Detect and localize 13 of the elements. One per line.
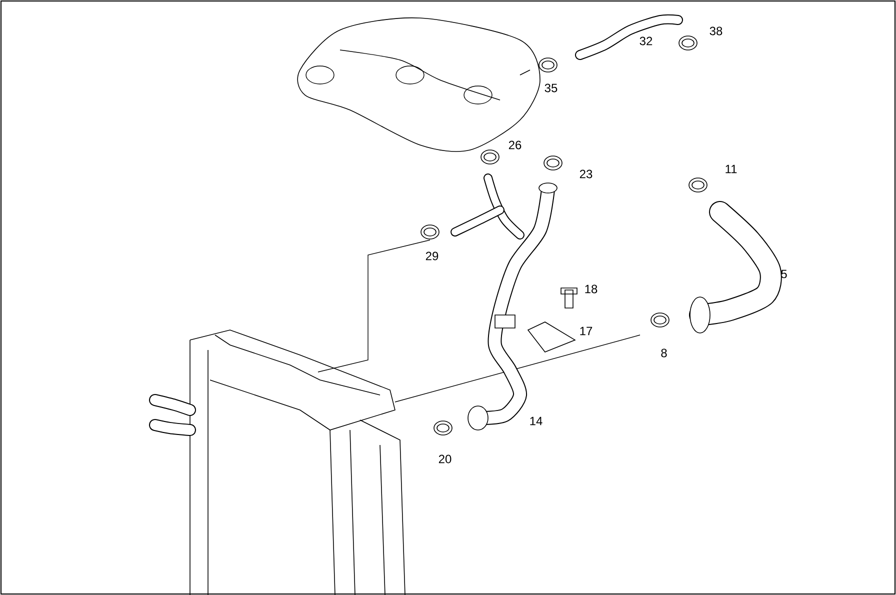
callout-number: 20 (438, 454, 452, 464)
callout-number: 8 (661, 348, 667, 358)
callout-number: 17 (580, 326, 592, 336)
callout-number: 35 (544, 84, 558, 92)
callout-number: 23 (580, 170, 592, 178)
callout-number: 18 (585, 284, 598, 294)
callout-number: 14 (530, 416, 542, 426)
callout-number: 32 (640, 36, 652, 46)
callout-number: 11 (726, 164, 737, 174)
callout-number: 26 (508, 140, 522, 150)
callout-number: 29 (426, 252, 438, 260)
callout-number: 38 (710, 26, 722, 36)
callout-number: 5 (781, 270, 787, 278)
